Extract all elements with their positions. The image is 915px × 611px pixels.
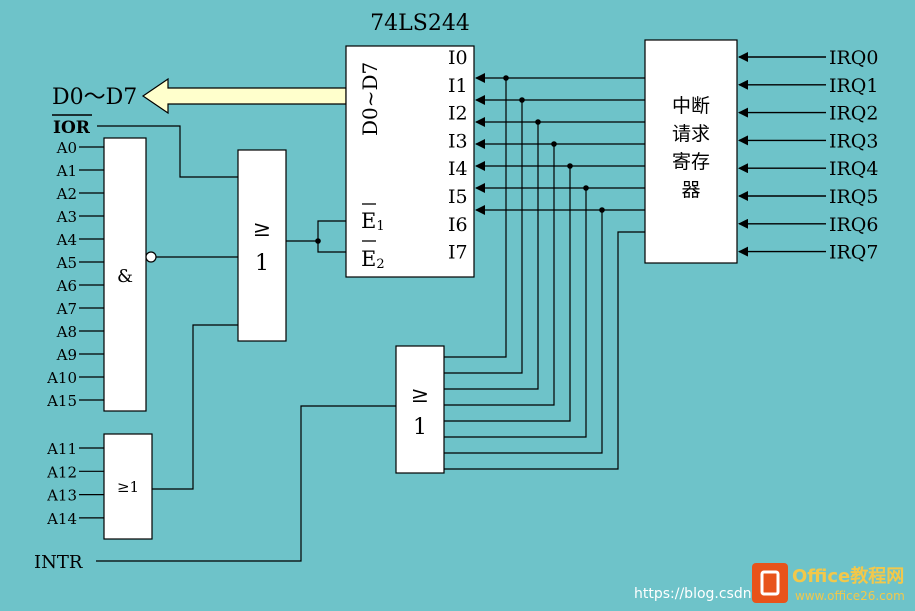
and-input-label: A9 <box>56 346 77 364</box>
bus-label: D0～D7 <box>52 85 137 110</box>
and-input-label: A2 <box>56 185 77 203</box>
irq-bus-lines <box>444 73 645 470</box>
irq-tap-wire <box>444 122 539 390</box>
ior-label: IOR <box>53 118 91 138</box>
irq-tap-wire <box>444 144 555 406</box>
and-input-label: A1 <box>56 162 77 180</box>
office-logo <box>752 563 788 603</box>
and-input-label: A3 <box>56 208 77 226</box>
or-gate-small <box>103 433 153 540</box>
or-gate-main-symbol-top: ≥ <box>253 217 271 242</box>
buffer-bus-pin: D0~D7 <box>358 62 382 136</box>
register-line-4: 器 <box>681 179 700 201</box>
and-input-label: A15 <box>46 392 77 410</box>
inverter-bubble <box>145 251 157 263</box>
irq-tap-wire <box>444 166 571 422</box>
irq-input-label: IRQ6 <box>829 214 878 236</box>
buffer-chip <box>345 45 475 278</box>
and-input-label: A8 <box>56 323 77 341</box>
or-gate-irq-symbol-top: ≥ <box>411 383 429 408</box>
irq-input-label: IRQ2 <box>829 103 878 125</box>
buffer-input-label: I2 <box>448 103 468 125</box>
ior-wire <box>97 125 238 178</box>
or-input-label: A12 <box>46 463 77 481</box>
irq-input-label: IRQ7 <box>829 242 878 264</box>
data-bus-arrow <box>141 77 347 115</box>
irq-tap-wire <box>444 78 507 358</box>
register-line-2: 请求 <box>672 123 710 145</box>
and-input-label: A7 <box>56 300 77 318</box>
buffer-input-label: I4 <box>448 158 468 180</box>
enable-wire <box>317 220 346 253</box>
office-logo-icon <box>752 563 788 603</box>
register-line-1: 中断 <box>672 95 710 117</box>
and-input-label: A0 <box>56 139 77 157</box>
buffer-input-label: I1 <box>448 75 468 97</box>
watermark-site: www.office26.com <box>795 589 905 603</box>
junction-enable <box>315 238 321 244</box>
irq-input-label: IRQ1 <box>829 75 878 97</box>
irq-tap-wire <box>444 100 523 374</box>
irq-tap-wire <box>444 231 645 470</box>
irq-tap-wire <box>444 188 587 438</box>
buffer-input-label: I5 <box>448 186 468 208</box>
or-small-output-wire <box>152 324 238 490</box>
buffer-input-label: I0 <box>448 47 468 69</box>
or-gate-irq-symbol-bottom: 1 <box>413 415 427 440</box>
watermark-brand: Office教程网 <box>792 565 904 587</box>
and-input-label: A6 <box>56 277 77 295</box>
register-line-3: 寄存 <box>672 151 710 173</box>
watermark-url: https://blog.csdn. <box>634 586 756 602</box>
enable-pin-1: E1 <box>361 209 385 234</box>
irq-input-label: IRQ0 <box>829 47 878 69</box>
irq-tap-wire <box>444 210 603 454</box>
and-input-label: A10 <box>46 369 77 387</box>
or-input-label: A14 <box>46 510 77 528</box>
and-gate-symbol: & <box>117 266 133 287</box>
or-input-label: A13 <box>46 487 77 505</box>
irq-input-label: IRQ4 <box>829 158 878 180</box>
or-gate-main-symbol-bottom: 1 <box>255 251 269 276</box>
or-gate-main <box>237 149 287 342</box>
or-gate-small-symbol: ≥1 <box>117 478 139 496</box>
buffer-input-label: I7 <box>448 242 468 264</box>
enable-pin-2: E2 <box>361 247 385 272</box>
intr-wire <box>96 405 396 562</box>
irq-input-label: IRQ3 <box>829 130 878 152</box>
and-gate <box>103 137 147 412</box>
chip-title: 74LS244 <box>370 11 470 36</box>
or-input-label: A11 <box>46 440 77 458</box>
and-input-label: A5 <box>56 254 77 272</box>
and-input-label: A4 <box>56 231 77 249</box>
buffer-input-label: I6 <box>448 214 468 236</box>
interrupt-request-register <box>644 39 738 264</box>
or-gate-irq <box>395 345 445 474</box>
intr-label: INTR <box>34 552 83 573</box>
buffer-input-label: I3 <box>448 130 468 152</box>
irq-input-label: IRQ5 <box>829 186 878 208</box>
